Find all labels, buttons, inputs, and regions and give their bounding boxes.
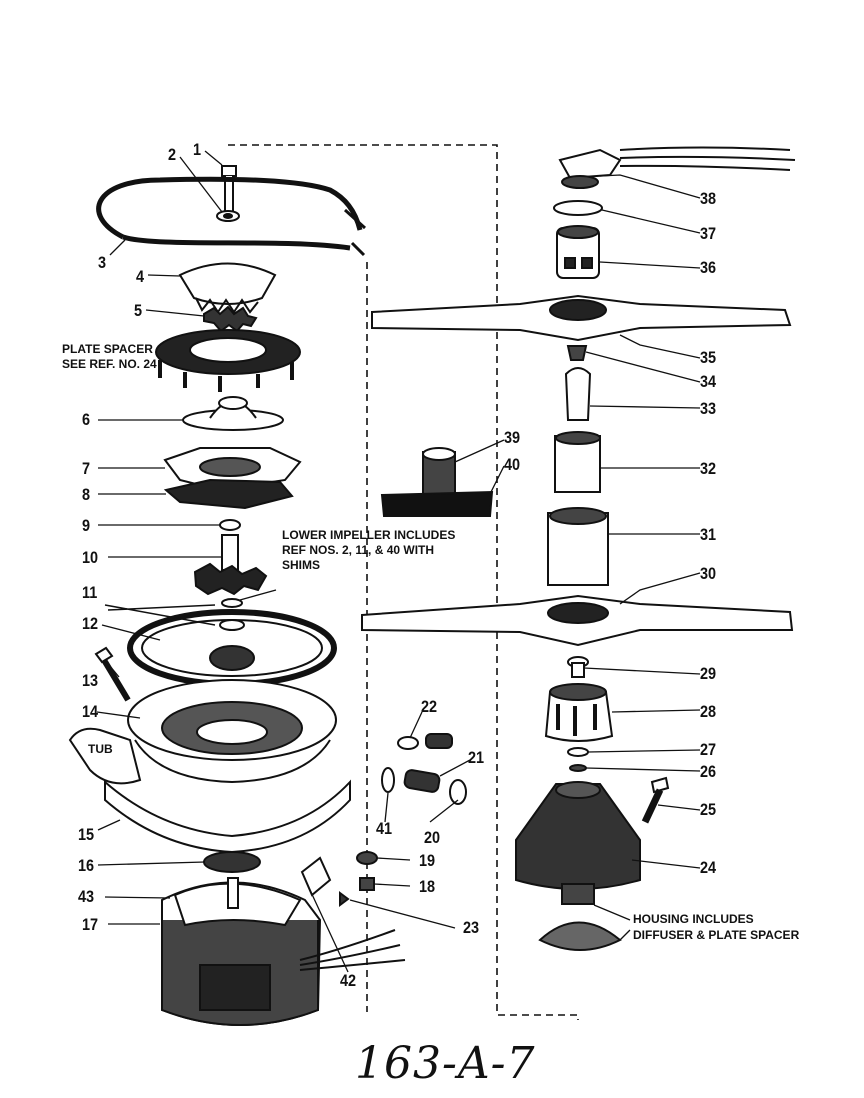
nut-part-29 bbox=[567, 656, 589, 678]
cover-part-4 bbox=[178, 262, 277, 305]
label-part-5: 5 bbox=[134, 301, 143, 320]
note-lower-impeller-line1: LOWER IMPELLER INCLUDES bbox=[282, 528, 456, 542]
label-part-26: 26 bbox=[700, 762, 717, 781]
label-part-3: 3 bbox=[98, 253, 107, 272]
label-part-31: 31 bbox=[700, 525, 717, 544]
label-part-12: 12 bbox=[82, 614, 99, 633]
shim-part-11 bbox=[221, 598, 243, 608]
tower-part-31 bbox=[547, 507, 609, 586]
diffuser-part-28 bbox=[544, 683, 614, 742]
label-part-8: 8 bbox=[82, 485, 91, 504]
label-part-37: 37 bbox=[700, 224, 717, 243]
label-part-35: 35 bbox=[700, 348, 717, 367]
pump-base-part-14 bbox=[127, 679, 337, 784]
clamp-hose-parts bbox=[356, 733, 467, 891]
label-part-24: 24 bbox=[700, 858, 717, 877]
label-part-18: 18 bbox=[419, 877, 436, 896]
handwritten-code: 163-A-7 bbox=[355, 1038, 536, 1089]
label-part-9: 9 bbox=[82, 516, 91, 535]
label-part-42: 42 bbox=[340, 971, 357, 990]
impeller-star-part-5 bbox=[203, 305, 258, 333]
label-part-15: 15 bbox=[78, 825, 95, 844]
coupling-part-16 bbox=[203, 851, 261, 873]
note-housing-line2: DIFFUSER & PLATE SPACER bbox=[633, 928, 800, 942]
lower-impeller-part-10 bbox=[193, 534, 268, 596]
diffuser-spray bbox=[538, 921, 622, 951]
seal-part-37 bbox=[553, 200, 603, 216]
label-part-17: 17 bbox=[82, 915, 99, 934]
upper-spray-arm-part-35 bbox=[371, 294, 792, 342]
diverter-part-6 bbox=[182, 396, 284, 431]
label-part-29: 29 bbox=[700, 664, 717, 683]
gasket-part-8 bbox=[163, 478, 294, 510]
bolt-part-1 bbox=[221, 165, 237, 213]
tub-outline bbox=[68, 727, 142, 785]
label-part-32: 32 bbox=[700, 459, 717, 478]
label-part-41: 41 bbox=[376, 819, 393, 838]
tube-part-32 bbox=[554, 431, 601, 493]
nut-part-34 bbox=[566, 345, 588, 361]
label-part-25: 25 bbox=[700, 800, 717, 819]
note-plate-spacer-line2: SEE REF. NO. 24 bbox=[62, 357, 157, 371]
label-part-11: 11 bbox=[82, 583, 98, 602]
note-tub: TUB bbox=[88, 742, 113, 756]
label-part-14: 14 bbox=[82, 702, 99, 721]
screw-part-23 bbox=[339, 891, 350, 907]
label-part-23: 23 bbox=[463, 918, 480, 937]
wash-tube-part-3 bbox=[96, 176, 363, 240]
insert-part-40 bbox=[380, 490, 494, 517]
tube-part-33 bbox=[564, 367, 592, 421]
bolt-part-13 bbox=[94, 646, 131, 702]
washer-part-26 bbox=[569, 764, 587, 772]
lower-spray-arm-part-30 bbox=[361, 594, 794, 647]
label-part-39: 39 bbox=[504, 428, 521, 447]
label-part-16: 16 bbox=[78, 856, 95, 875]
label-part-7: 7 bbox=[82, 459, 91, 478]
label-part-36: 36 bbox=[700, 258, 717, 277]
label-part-43: 43 bbox=[78, 887, 95, 906]
leader-lines bbox=[96, 150, 701, 973]
label-part-1: 1 bbox=[193, 140, 202, 159]
bolt-part-25 bbox=[641, 776, 670, 824]
motor-part-17 bbox=[161, 856, 406, 1026]
dashed-separator bbox=[228, 144, 579, 1020]
bushing-part-39 bbox=[422, 447, 456, 497]
label-part-40: 40 bbox=[504, 455, 521, 474]
label-part-27: 27 bbox=[700, 740, 717, 759]
washer-part-27 bbox=[567, 747, 589, 757]
label-part-19: 19 bbox=[419, 851, 436, 870]
note-housing-line1: HOUSING INCLUDES bbox=[633, 912, 754, 926]
seal-part-15 bbox=[104, 779, 351, 854]
label-part-22: 22 bbox=[421, 697, 438, 716]
label-part-28: 28 bbox=[700, 702, 717, 721]
label-part-6: 6 bbox=[82, 410, 91, 429]
note-lower-impeller-line2: REF NOS. 2, 11, & 40 WITH bbox=[282, 543, 435, 557]
label-part-34: 34 bbox=[700, 372, 717, 391]
feed-tube-part-38 bbox=[558, 146, 796, 189]
label-part-30: 30 bbox=[700, 564, 717, 583]
label-part-38: 38 bbox=[700, 189, 717, 208]
note-plate-spacer-line1: PLATE SPACER bbox=[62, 342, 153, 356]
label-part-10: 10 bbox=[82, 548, 99, 567]
label-part-21: 21 bbox=[468, 748, 485, 767]
plate-spacer bbox=[155, 329, 301, 392]
hub-part-36 bbox=[556, 225, 600, 279]
housing-part-24 bbox=[515, 781, 641, 905]
washer-part-9 bbox=[219, 519, 241, 531]
note-lower-impeller-line3: SHIMS bbox=[282, 558, 321, 572]
label-part-13: 13 bbox=[82, 671, 99, 690]
label-part-20: 20 bbox=[424, 828, 441, 847]
label-part-2: 2 bbox=[168, 145, 177, 164]
label-part-4: 4 bbox=[136, 267, 145, 286]
label-part-33: 33 bbox=[700, 399, 717, 418]
plate-part-7 bbox=[163, 447, 302, 492]
